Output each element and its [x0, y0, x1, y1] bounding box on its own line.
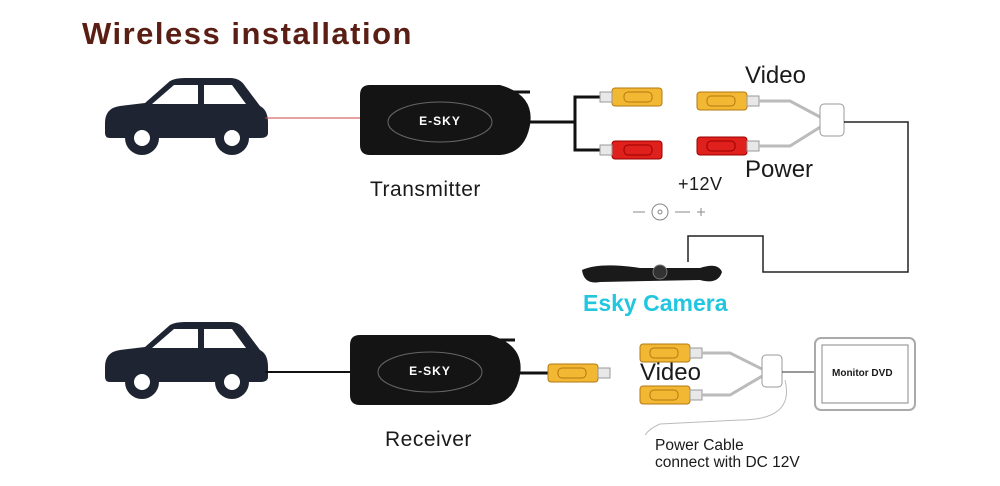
license-plate-camera	[582, 264, 722, 283]
rca-yellow-connector	[639, 385, 703, 405]
transmitter-brand-logo: E-SKY	[419, 114, 461, 128]
video-label: Video	[745, 62, 806, 89]
video-label: Video	[640, 359, 701, 386]
rca-yellow-connector	[599, 87, 663, 107]
receiver-label: Receiver	[385, 428, 472, 451]
receiver-brand-logo: E-SKY	[409, 364, 451, 378]
power-label: Power	[745, 156, 814, 183]
rca-red-connector	[599, 140, 663, 160]
dc-polarity-icon	[633, 203, 705, 221]
monitor-dvd	[814, 337, 916, 411]
car-icon-bottom	[105, 322, 268, 399]
camera-label: Esky Camera	[583, 290, 728, 316]
rca-yellow-connector	[547, 363, 611, 383]
power-cable-line1: Power Cable	[655, 437, 744, 454]
transmitter-label: Transmitter	[370, 178, 481, 201]
rca-red-connector	[696, 136, 760, 156]
monitor-label: Monitor DVD	[832, 368, 893, 379]
power-cable-line2: connect with DC 12V	[655, 454, 800, 471]
voltage-label: +12V	[678, 174, 723, 194]
page-title: Wireless installation	[82, 16, 413, 51]
power-cable-note: Power Cable connect with DC 12V	[655, 437, 800, 471]
rca-yellow-connector	[696, 91, 760, 111]
car-icon-top	[105, 78, 268, 155]
